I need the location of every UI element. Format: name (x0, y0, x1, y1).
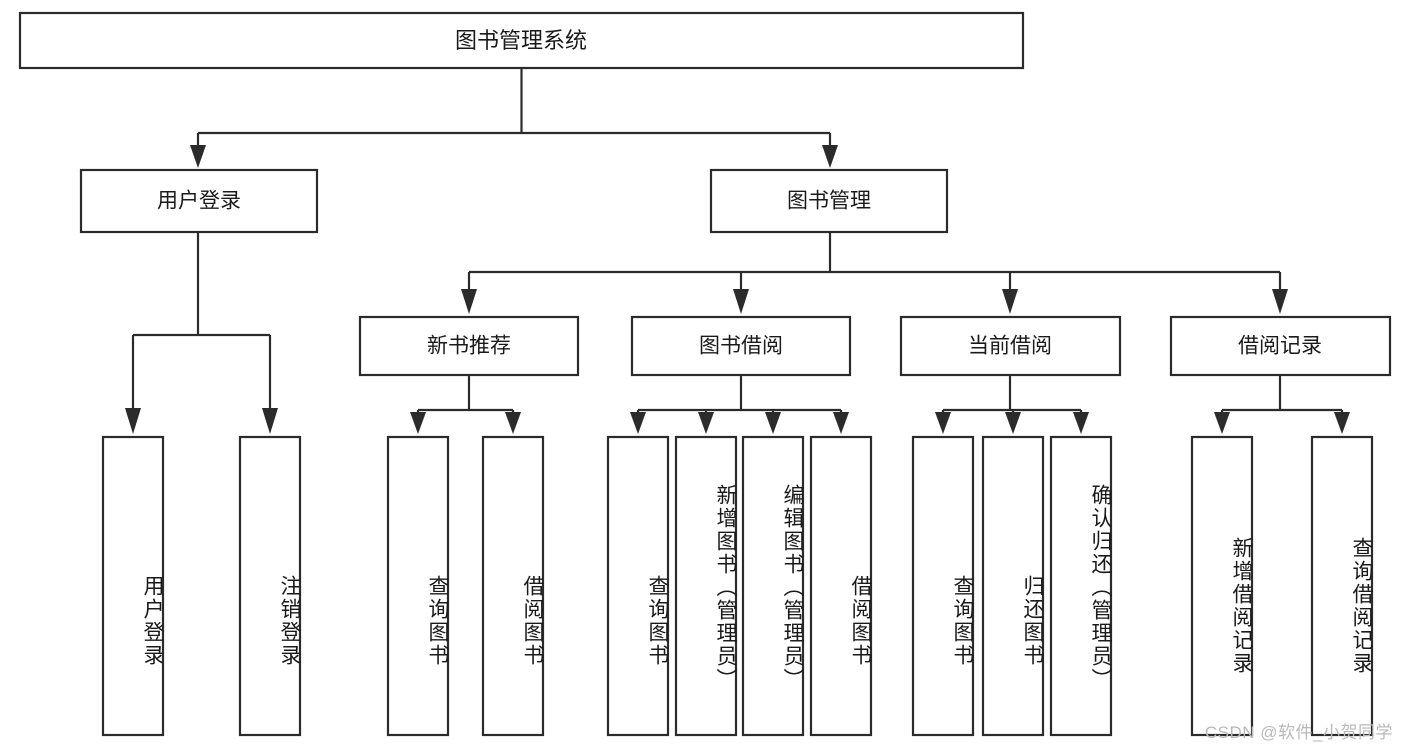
arrow-head-book-borrow (733, 289, 749, 314)
arrow-head-leaf-add-book (698, 412, 714, 434)
node-book-manage-box[interactable] (709, 168, 949, 234)
arrow-head-leaf-logout (262, 408, 278, 434)
arrow-head-leaf-borrow-book-2 (833, 412, 849, 434)
connector-group-new-book-rec (410, 375, 521, 434)
node-new-book-rec-box[interactable] (358, 315, 580, 377)
node-current-borrow-label: 当前借阅 (968, 335, 1052, 358)
arrow-head-current-borrow (1002, 289, 1018, 314)
arrow-head-borrow-record (1272, 289, 1288, 314)
node-leaf-query-book-2-box[interactable] (606, 435, 670, 737)
node-leaf-logout-box[interactable] (238, 435, 302, 737)
connector-group-user-login (125, 232, 278, 434)
csdn-watermark: CSDN @软件_小贺同学 (1204, 723, 1393, 742)
arrow-head-user-login (190, 145, 206, 168)
arrow-head-leaf-query-book-3 (935, 412, 951, 434)
node-leaf-borrow-book-2-box[interactable] (809, 435, 873, 737)
arrow-head-leaf-return-book (1005, 412, 1021, 434)
node-user-login-label: 用户登录 (157, 190, 241, 213)
arrow-head-leaf-query-book-2 (630, 412, 646, 434)
node-leaf-query-book-3-box[interactable] (911, 435, 975, 737)
connector-group-book-borrow (630, 375, 849, 434)
node-leaf-add-record-box[interactable] (1190, 435, 1254, 737)
node-new-book-rec-label: 新书推荐 (427, 335, 511, 358)
node-root-label: 图书管理系统 (455, 28, 587, 53)
node-book-manage[interactable]: 图书管理 (709, 168, 949, 234)
node-user-login-box[interactable] (79, 168, 319, 234)
node-leaf-user-login-box[interactable] (101, 435, 165, 737)
node-borrow-record-label: 借阅记录 (1238, 335, 1322, 358)
node-new-book-rec[interactable]: 新书推荐 (358, 315, 580, 377)
node-borrow-record-box[interactable] (1169, 315, 1392, 377)
arrow-head-leaf-user-login (125, 408, 141, 434)
node-leaf-add-book-box[interactable] (674, 435, 738, 737)
node-book-borrow[interactable]: 图书借阅 (630, 315, 852, 377)
arrow-head-leaf-query-record (1334, 412, 1350, 434)
node-leaf-borrow-book-1-box[interactable] (481, 435, 545, 737)
arrow-head-leaf-query-book-1 (410, 412, 426, 434)
arrow-head-leaf-add-record (1214, 412, 1230, 434)
node-borrow-record[interactable]: 借阅记录 (1169, 315, 1392, 377)
node-leaf-return-book-box[interactable] (981, 435, 1045, 737)
node-book-borrow-label: 图书借阅 (699, 335, 783, 358)
connector-group-borrow-record (1214, 375, 1350, 434)
leaf-boxes (101, 435, 1374, 737)
node-current-borrow[interactable]: 当前借阅 (899, 315, 1122, 377)
node-root[interactable]: 图书管理系统 (18, 11, 1025, 70)
node-current-borrow-box[interactable] (899, 315, 1122, 377)
node-book-manage-label: 图书管理 (787, 190, 871, 213)
arrow-head-leaf-edit-book (765, 412, 781, 434)
connector-group-book-manage (461, 232, 1288, 314)
node-leaf-query-record-box[interactable] (1310, 435, 1374, 737)
connector-group-root (190, 68, 838, 168)
node-leaf-edit-book-box[interactable] (741, 435, 805, 737)
node-leaf-confirm-return-box[interactable] (1049, 435, 1113, 737)
node-leaf-query-book-1-box[interactable] (386, 435, 450, 737)
arrow-head-book-manage (822, 145, 838, 168)
connector-group-current-borrow (935, 375, 1089, 434)
node-root-box[interactable] (18, 11, 1025, 70)
arrow-head-leaf-confirm-return (1073, 412, 1089, 434)
arrow-head-leaf-borrow-book-1 (505, 412, 521, 434)
arrow-head-new-book-rec (461, 289, 477, 314)
node-book-borrow-box[interactable] (630, 315, 852, 377)
node-user-login[interactable]: 用户登录 (79, 168, 319, 234)
